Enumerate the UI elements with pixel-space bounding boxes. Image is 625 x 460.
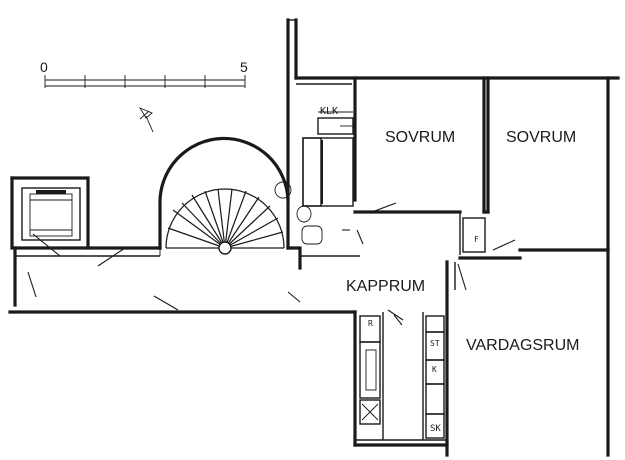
spiral-stair-icon — [158, 136, 290, 256]
walls — [8, 18, 620, 457]
cabinet-label-r: R — [368, 319, 373, 328]
north-arrow-icon — [138, 107, 154, 133]
room-labels: SOVRUM SOVRUM KAPPRUM VARDAGSRUM — [346, 129, 580, 354]
closet-label: KLK — [320, 106, 338, 117]
room-label-hall: KAPPRUM — [346, 278, 425, 295]
room-label-bedroom-2: SOVRUM — [506, 129, 576, 146]
scale-start-label: 0 — [40, 59, 48, 75]
bathroom — [274, 111, 355, 245]
elevator — [21, 187, 81, 241]
cabinet-label-sk: SK — [430, 424, 441, 434]
cabinet-label-f: F — [474, 235, 479, 244]
scale-end-label: 5 — [240, 59, 248, 75]
doors — [27, 202, 516, 326]
room-label-bedroom-1: SOVRUM — [385, 129, 455, 146]
cabinet-label-k: K — [432, 365, 437, 374]
cabinet-label-st: ST — [430, 339, 440, 348]
fixture-labels: KLK ST K SK F R — [320, 106, 479, 434]
kitchen-cabinets — [359, 217, 486, 439]
room-label-living-room: VARDAGSRUM — [466, 337, 580, 354]
scale-bar: 0 5 — [40, 59, 248, 88]
